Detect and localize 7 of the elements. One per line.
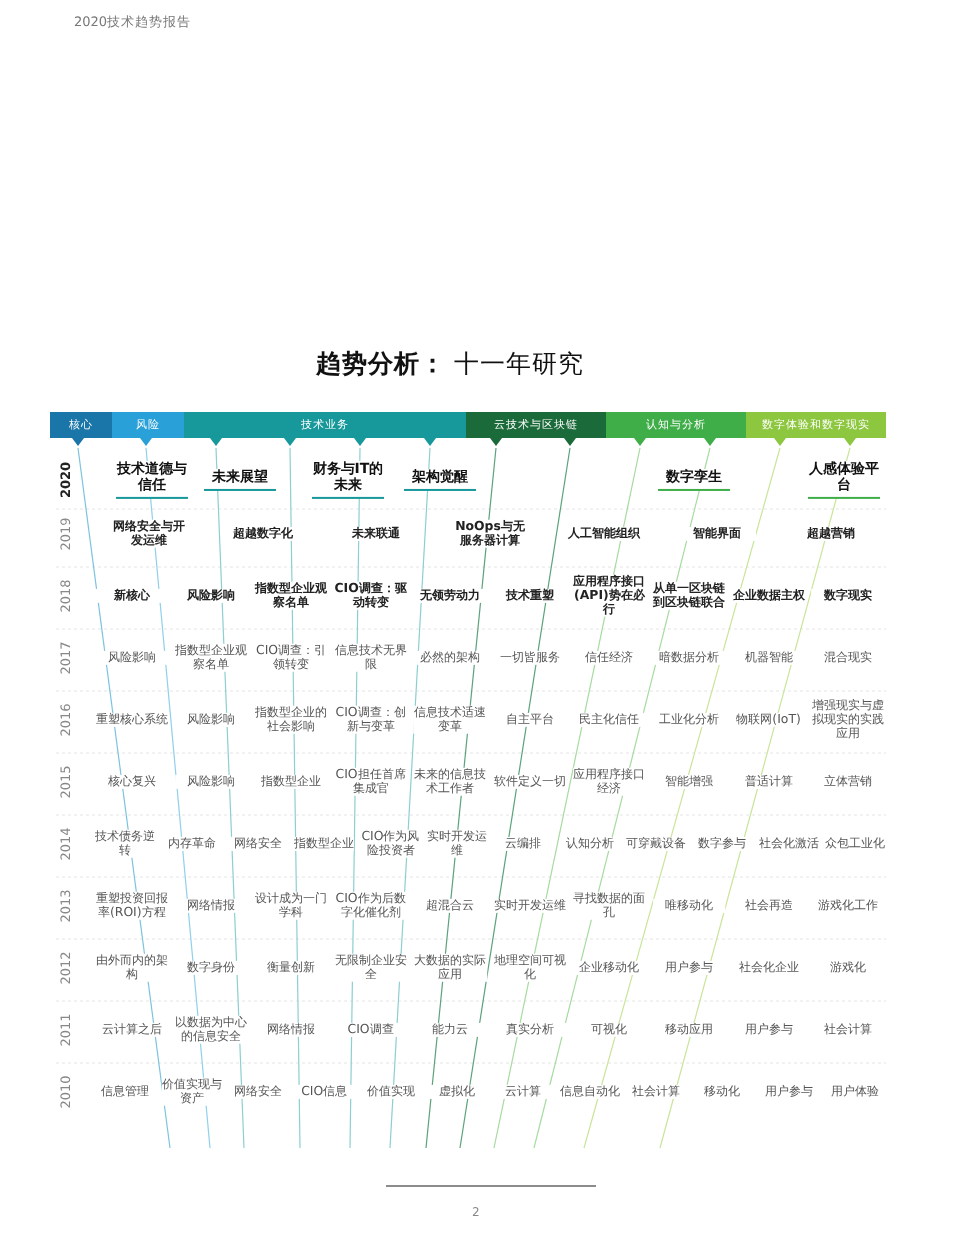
category-band (746, 412, 886, 438)
category-band (606, 412, 746, 438)
category-band (50, 412, 112, 438)
page-title: 趋势分析： 十一年研究 (316, 348, 584, 382)
category-band (466, 412, 606, 438)
category-band (184, 412, 466, 438)
category-band (112, 412, 184, 438)
